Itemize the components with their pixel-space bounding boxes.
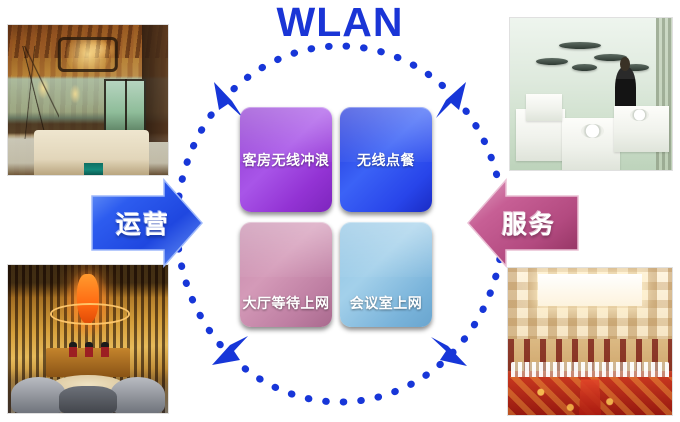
pendant-lamp-icon [594, 54, 627, 62]
arrow-operations[interactable]: 运营 [88, 178, 206, 268]
staff-member [100, 341, 109, 357]
cell-wireless-ordering[interactable]: 无线点餐 [340, 107, 432, 212]
cell-guestroom-wifi[interactable]: 客房无线冲浪 [240, 107, 332, 212]
dining-table [526, 94, 562, 122]
cell-label: 大厅等待上网 [242, 296, 330, 312]
arrow-operations-label: 运营 [115, 210, 170, 239]
arrow-service[interactable]: 服务 [462, 178, 582, 268]
pendant-lamp-icon [571, 63, 598, 71]
cell-meeting-room-wifi[interactable]: 会议室上网 [340, 222, 432, 327]
pendant-lamp-icon [623, 63, 650, 71]
cell-label: 客房无线冲浪 [242, 152, 330, 169]
arrow-service-shape [466, 178, 579, 268]
sofa [110, 377, 165, 413]
staff-member [84, 341, 93, 357]
curtain [142, 25, 168, 142]
staff-member [68, 341, 77, 357]
arrow-service-label: 服务 [501, 210, 556, 239]
pendant-lamp-icon [558, 42, 601, 50]
lobby-scene [8, 265, 168, 413]
cell-glare [240, 222, 332, 277]
photo-lobby [8, 265, 168, 413]
photo-restaurant [510, 18, 672, 170]
chandelier-icon [57, 37, 119, 72]
arrow-operations-shape [91, 178, 204, 268]
waiter [615, 57, 637, 119]
pendant-lamp-icon [535, 57, 569, 65]
cell-lobby-waiting-wifi[interactable]: 大厅等待上网 [240, 222, 332, 327]
banquet-hall-scene [508, 268, 672, 415]
window [104, 79, 146, 139]
sofa [59, 386, 117, 413]
bed-runner [84, 163, 103, 175]
center-aisle [579, 379, 601, 415]
arrowhead-bottom-left [212, 336, 248, 365]
photo-guest-room [8, 25, 168, 175]
arrowhead-top-left [214, 82, 243, 118]
light-ring [49, 303, 131, 326]
page-title: WLAN [276, 0, 404, 45]
cell-label: 无线点餐 [357, 152, 415, 169]
skylight [537, 273, 643, 307]
arrow-service-body [466, 178, 579, 268]
guest-room-scene [8, 25, 168, 175]
sofa [11, 377, 66, 413]
branch-decor [11, 46, 60, 139]
plate [629, 109, 650, 122]
cell-label: 会议室上网 [349, 296, 423, 312]
bed [33, 130, 149, 175]
arrowhead-bottom-right [431, 337, 467, 366]
service-grid: 客房无线冲浪 无线点餐 大厅等待上网 会议室上网 [240, 107, 432, 327]
plate [581, 124, 604, 139]
arrow-operations-body [91, 178, 204, 268]
photo-banquet-hall [508, 268, 672, 415]
cell-glare [340, 222, 432, 277]
restaurant-scene [510, 18, 672, 170]
arrowhead-top-right [436, 82, 466, 118]
